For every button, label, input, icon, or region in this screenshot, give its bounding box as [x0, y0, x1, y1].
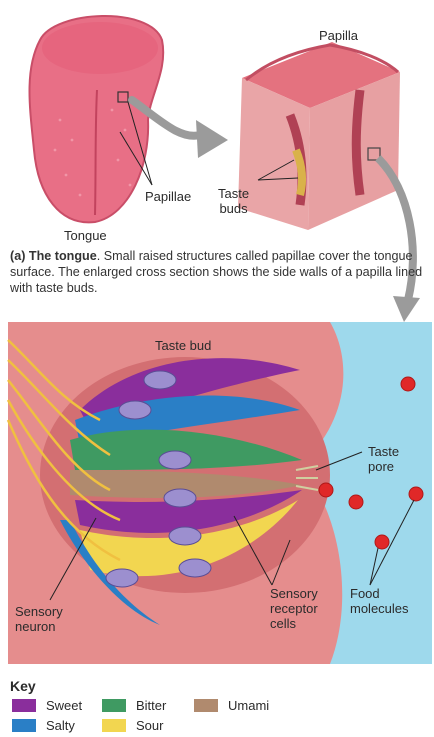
taste-pore-label: Taste pore: [368, 444, 399, 474]
papillae-label: Papillae: [145, 189, 191, 204]
sensory-neuron-label: Sensory neuron: [15, 604, 63, 634]
swatch-umami: [194, 699, 218, 712]
taste-buds-label: Taste buds: [218, 186, 249, 216]
tongue-drawing: [30, 16, 164, 222]
swatch-bitter: [102, 699, 126, 712]
swatch-sweet: [12, 699, 36, 712]
papilla-cross-section: [238, 42, 400, 230]
tongue-label: Tongue: [64, 228, 107, 243]
food-molecules-label: Food molecules: [350, 586, 409, 616]
taste-bud-label: Taste bud: [155, 338, 211, 353]
swatch-sour: [102, 719, 126, 732]
figure-caption: (a) The tongue. Small raised structures …: [10, 248, 430, 296]
sensory-receptor-cells-label: Sensory receptor cells: [270, 586, 318, 631]
swatch-salty: [12, 719, 36, 732]
caption-lead: (a) The tongue: [10, 249, 97, 263]
key-title: Key: [10, 678, 36, 694]
papilla-label: Papilla: [319, 28, 358, 43]
